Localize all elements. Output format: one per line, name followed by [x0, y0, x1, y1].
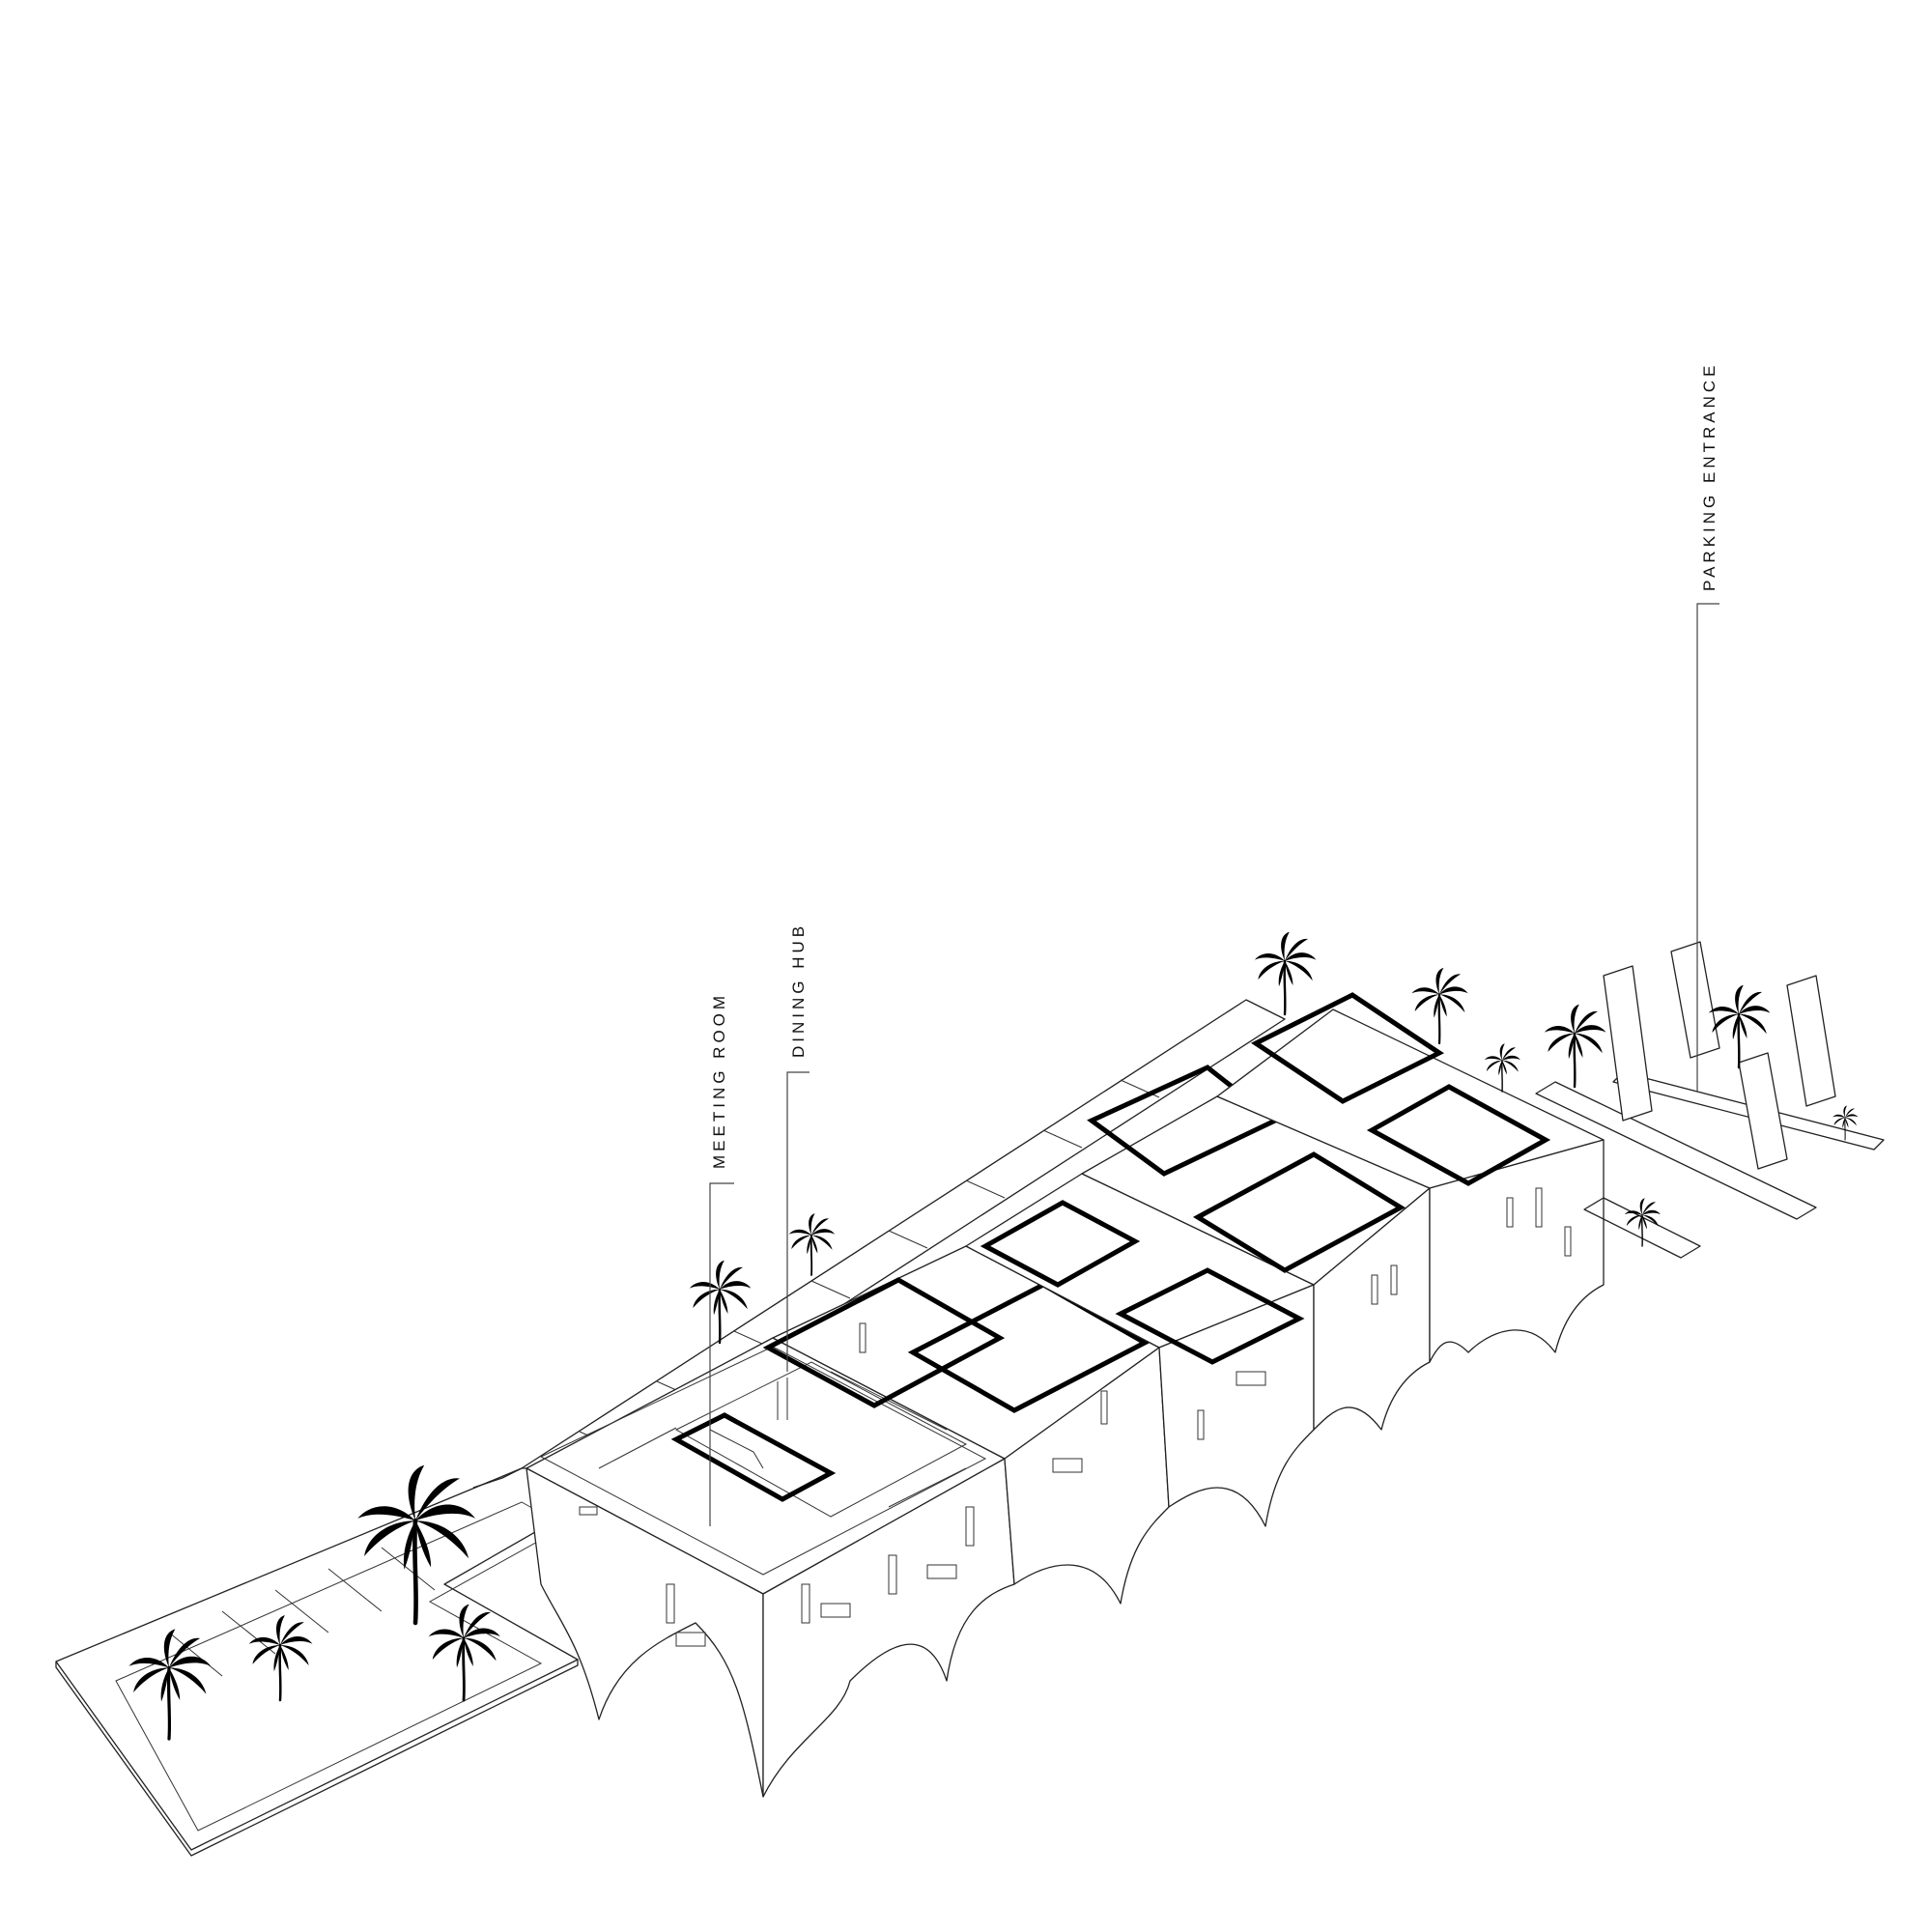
label-dining-hub: DINING HUB [786, 923, 810, 1372]
block-2 [762, 1245, 1170, 1605]
block-5 [1216, 992, 1605, 1363]
site-platform [55, 1467, 588, 1857]
parking-entrance-structures [1535, 941, 1885, 1259]
meeting-room-label: MEETING ROOM [710, 992, 728, 1169]
dining-hub-label: DINING HUB [789, 923, 808, 1058]
label-meeting-room: MEETING ROOM [709, 992, 734, 1526]
parking-entrance-label: PARKING ENTRANCE [1700, 362, 1719, 592]
block-3 [965, 1173, 1315, 1527]
walkway [521, 999, 1286, 1489]
label-parking-entrance: PARKING ENTRANCE [1696, 362, 1719, 1092]
